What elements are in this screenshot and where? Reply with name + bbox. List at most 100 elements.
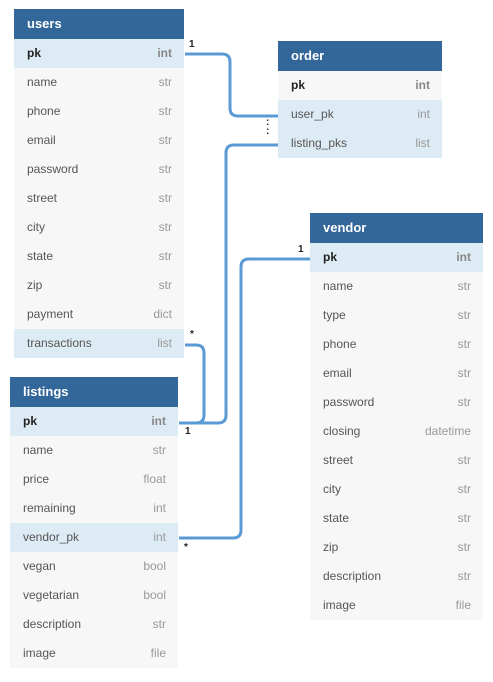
field-name: vendor_pk bbox=[23, 530, 80, 544]
field-row[interactable]: street str bbox=[14, 184, 184, 213]
field-type: str bbox=[158, 220, 172, 234]
field-row[interactable]: type str bbox=[310, 301, 483, 330]
field-name: zip bbox=[27, 278, 43, 292]
field-type: str bbox=[158, 278, 172, 292]
field-name: city bbox=[323, 482, 341, 496]
field-type: str bbox=[457, 279, 471, 293]
field-row[interactable]: password str bbox=[310, 388, 483, 417]
field-name: email bbox=[27, 133, 56, 147]
field-row[interactable]: city str bbox=[14, 213, 184, 242]
field-type: str bbox=[158, 104, 172, 118]
field-name: remaining bbox=[23, 501, 76, 515]
field-type: str bbox=[457, 395, 471, 409]
field-row[interactable]: user_pk int bbox=[278, 100, 442, 129]
field-type: str bbox=[158, 133, 172, 147]
field-type: int bbox=[415, 78, 430, 92]
field-name: closing bbox=[323, 424, 361, 438]
field-type: str bbox=[158, 191, 172, 205]
field-name: state bbox=[323, 511, 350, 525]
table-users[interactable]: users pk int name str phone str email str pa… bbox=[14, 9, 184, 358]
field-type: int bbox=[456, 250, 471, 264]
field-name: description bbox=[323, 569, 382, 583]
field-name: phone bbox=[27, 104, 61, 118]
table-listings-title[interactable]: listings bbox=[10, 377, 178, 407]
field-type: str bbox=[457, 366, 471, 380]
field-type: str bbox=[457, 540, 471, 554]
field-row[interactable]: zip str bbox=[14, 271, 184, 300]
field-row[interactable]: email str bbox=[310, 359, 483, 388]
field-row[interactable]: remaining int bbox=[10, 494, 178, 523]
cardinality-order-listing-pks: : bbox=[266, 126, 270, 137]
field-name: type bbox=[323, 308, 346, 322]
field-row[interactable]: phone str bbox=[14, 97, 184, 126]
field-type: int bbox=[417, 107, 430, 121]
rel-users-listings bbox=[179, 343, 206, 425]
table-order-title[interactable]: order bbox=[278, 41, 442, 71]
rel-vendor-listings bbox=[179, 257, 310, 540]
field-row[interactable]: pk int bbox=[278, 71, 442, 100]
field-name: city bbox=[27, 220, 45, 234]
field-type: bool bbox=[143, 559, 166, 573]
cardinality-listings-vendor-pk: * bbox=[184, 542, 188, 553]
field-type: file bbox=[455, 598, 471, 612]
field-row[interactable]: name str bbox=[14, 68, 184, 97]
field-type: str bbox=[158, 162, 172, 176]
rel-users-order bbox=[185, 52, 278, 118]
field-type: bool bbox=[143, 588, 166, 602]
field-type: int bbox=[157, 46, 172, 60]
table-users-title[interactable]: users bbox=[14, 9, 184, 39]
field-row[interactable]: pk int bbox=[14, 39, 184, 68]
field-type: str bbox=[158, 75, 172, 89]
field-name: vegan bbox=[23, 559, 56, 573]
field-type: int bbox=[153, 501, 166, 515]
field-name: price bbox=[23, 472, 50, 486]
field-type: str bbox=[457, 308, 471, 322]
field-type: str bbox=[158, 249, 172, 263]
field-name: pk bbox=[291, 78, 306, 92]
field-name: password bbox=[323, 395, 375, 409]
cardinality-users-pk: 1 bbox=[189, 39, 195, 50]
field-row[interactable]: vegan bool bbox=[10, 552, 178, 581]
field-name: listing_pks bbox=[291, 136, 348, 150]
field-type: list bbox=[157, 336, 172, 350]
field-name: description bbox=[23, 617, 82, 631]
field-name: name bbox=[27, 75, 58, 89]
field-name: street bbox=[27, 191, 58, 205]
field-name: user_pk bbox=[291, 107, 334, 121]
field-type: str bbox=[457, 337, 471, 351]
field-name: email bbox=[323, 366, 352, 380]
field-type: file bbox=[150, 646, 166, 660]
table-vendor-title[interactable]: vendor bbox=[310, 213, 483, 243]
field-row[interactable]: email str bbox=[14, 126, 184, 155]
field-name: payment bbox=[27, 307, 74, 321]
field-name: street bbox=[323, 453, 354, 467]
cardinality-order-user-pk: : bbox=[266, 117, 270, 128]
field-name: pk bbox=[27, 46, 42, 60]
field-type: str bbox=[152, 443, 166, 457]
